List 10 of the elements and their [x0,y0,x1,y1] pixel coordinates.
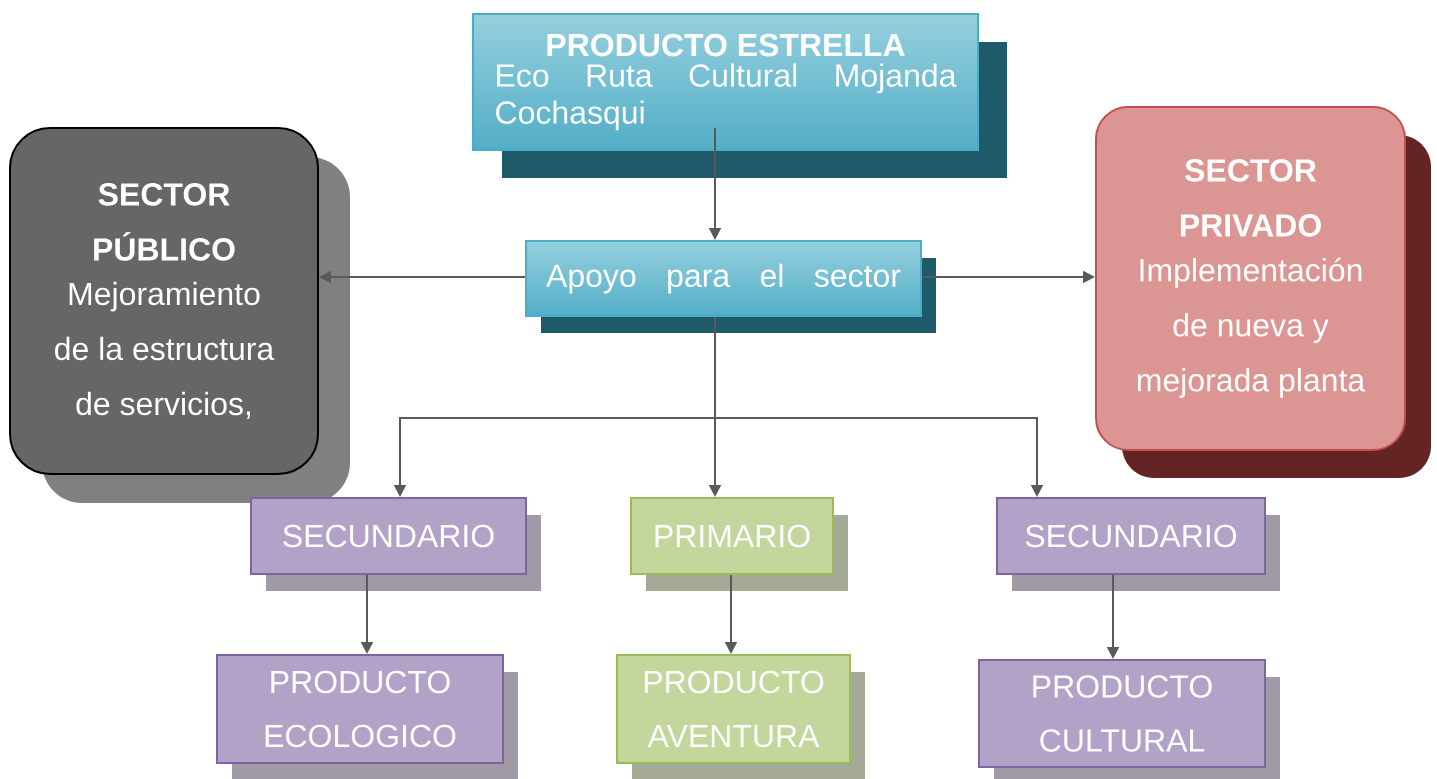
sector-box: SECTOR PÚBLICO Mejoramiento de la estructura de servicios, [9,127,319,475]
category-box: SECUNDARIO [250,497,527,575]
product-box: PRODUCTO AVENTURA [616,654,851,764]
category-box: PRIMARIO [630,497,834,575]
product-box: PRODUCTO ECOLOGICO [216,654,504,764]
title-box: PRODUCTO ESTRELLA Eco Ruta Cultural Mojanda Cochasqui [472,13,979,151]
category-box: SECUNDARIO [996,497,1266,575]
process-box: Apoyo para el sector [525,240,922,317]
product-box: PRODUCTO CULTURAL [978,659,1266,768]
sector-box: SECTOR PRIVADO Implementación de nueva y mejorada planta [1095,106,1406,451]
